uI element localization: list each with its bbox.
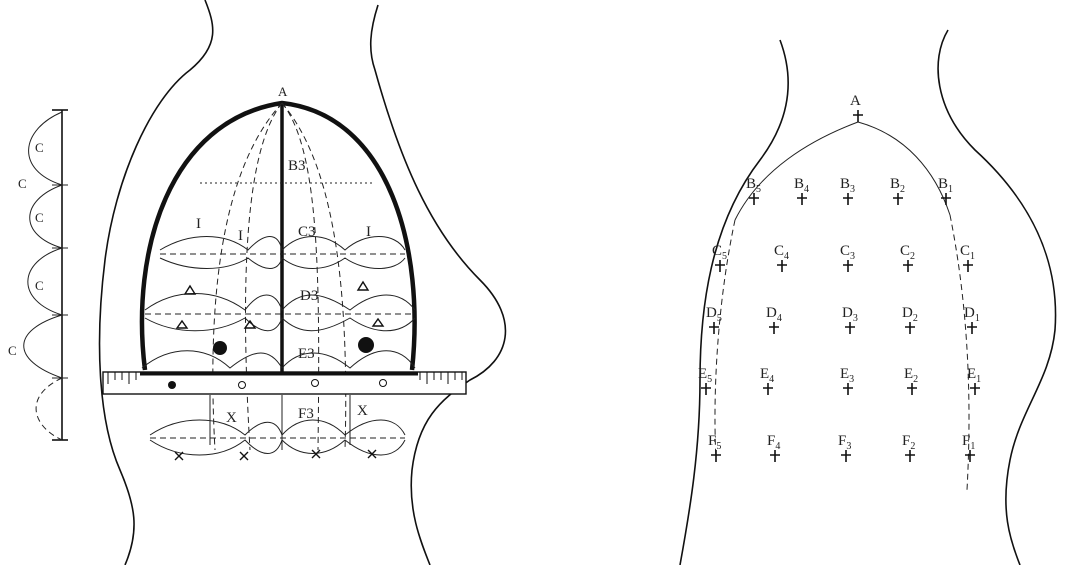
- point-label-e1: E1: [967, 366, 981, 385]
- row-arc: [142, 351, 415, 368]
- point-label-e2: E2: [904, 366, 918, 385]
- point-label-d2: D2: [902, 305, 918, 324]
- left-grid: A B3 C3 D3 E3 F3 I I I I X X: [103, 84, 466, 460]
- point-label-c3: C3: [840, 243, 855, 262]
- meridian: [282, 103, 319, 450]
- point-label-e3: E3: [840, 366, 854, 385]
- triangle-marker: [177, 321, 187, 328]
- dot-marker: [213, 341, 227, 355]
- center-label: D3: [300, 288, 318, 304]
- scale-label: C: [8, 343, 17, 358]
- markers: [168, 282, 387, 460]
- point-label-a: A: [850, 93, 861, 109]
- side-label: I: [366, 224, 371, 240]
- center-label: C3: [298, 224, 316, 240]
- point-label-e4: E4: [760, 366, 774, 385]
- point-label-f5: F5: [708, 433, 721, 452]
- meridian: [245, 103, 282, 450]
- side-label: X: [357, 403, 368, 419]
- left-scale: C C C C C: [8, 110, 68, 440]
- center-label: F3: [298, 406, 314, 422]
- side-label: I: [238, 228, 243, 244]
- side-label: X: [226, 410, 237, 426]
- point-label-d5: D5: [706, 305, 722, 324]
- dot-marker: [358, 337, 374, 353]
- point-label-c1: C1: [960, 243, 975, 262]
- point-label-b5: B5: [746, 176, 761, 195]
- x-marker: [368, 450, 376, 458]
- point-label-d4: D4: [766, 305, 782, 324]
- point-label-b3: B3: [840, 176, 855, 195]
- point-label-c2: C2: [900, 243, 915, 262]
- right-top-arc: [735, 122, 950, 220]
- point-label-f3: F3: [838, 433, 851, 452]
- point-label-b4: B4: [794, 176, 809, 195]
- point-label-c4: C4: [774, 243, 789, 262]
- right-body-outline: [680, 30, 1056, 565]
- triangle-marker: [245, 321, 255, 328]
- scale-arc: [28, 248, 62, 315]
- point-label-f2: F2: [902, 433, 915, 452]
- meridian: [282, 103, 346, 450]
- scale-arc: [29, 112, 62, 185]
- triangle-marker: [185, 286, 195, 294]
- triangle-marker: [358, 282, 368, 290]
- body-contour-right: [938, 30, 1055, 565]
- scale-arc: [24, 315, 62, 378]
- point-label-d1: D1: [964, 305, 980, 324]
- scale-label: C: [35, 140, 44, 155]
- row-arc: [145, 294, 415, 311]
- left-body-outline: [100, 0, 506, 565]
- side-label: I: [196, 216, 201, 232]
- point-label-b2: B2: [890, 176, 905, 195]
- point-label-f4: F4: [767, 433, 780, 452]
- scale-label: C: [35, 278, 44, 293]
- point-label-d3: D3: [842, 305, 858, 324]
- row-arc: [150, 420, 405, 435]
- body-contour-left: [100, 0, 213, 565]
- center-label: B3: [288, 158, 306, 174]
- scale-label: C: [35, 210, 44, 225]
- row-arc: [150, 440, 405, 455]
- scale-arc: [36, 378, 62, 440]
- apex-label: A: [278, 84, 288, 99]
- x-marker: [240, 452, 248, 460]
- scale-label: C: [18, 176, 27, 191]
- dot-marker: [168, 381, 176, 389]
- triangle-marker: [373, 319, 383, 326]
- body-contour-right: [371, 5, 506, 565]
- point-marker-a: [853, 110, 863, 122]
- body-contour-left: [680, 40, 788, 565]
- center-label: E3: [298, 346, 315, 362]
- x-marker: [312, 450, 320, 458]
